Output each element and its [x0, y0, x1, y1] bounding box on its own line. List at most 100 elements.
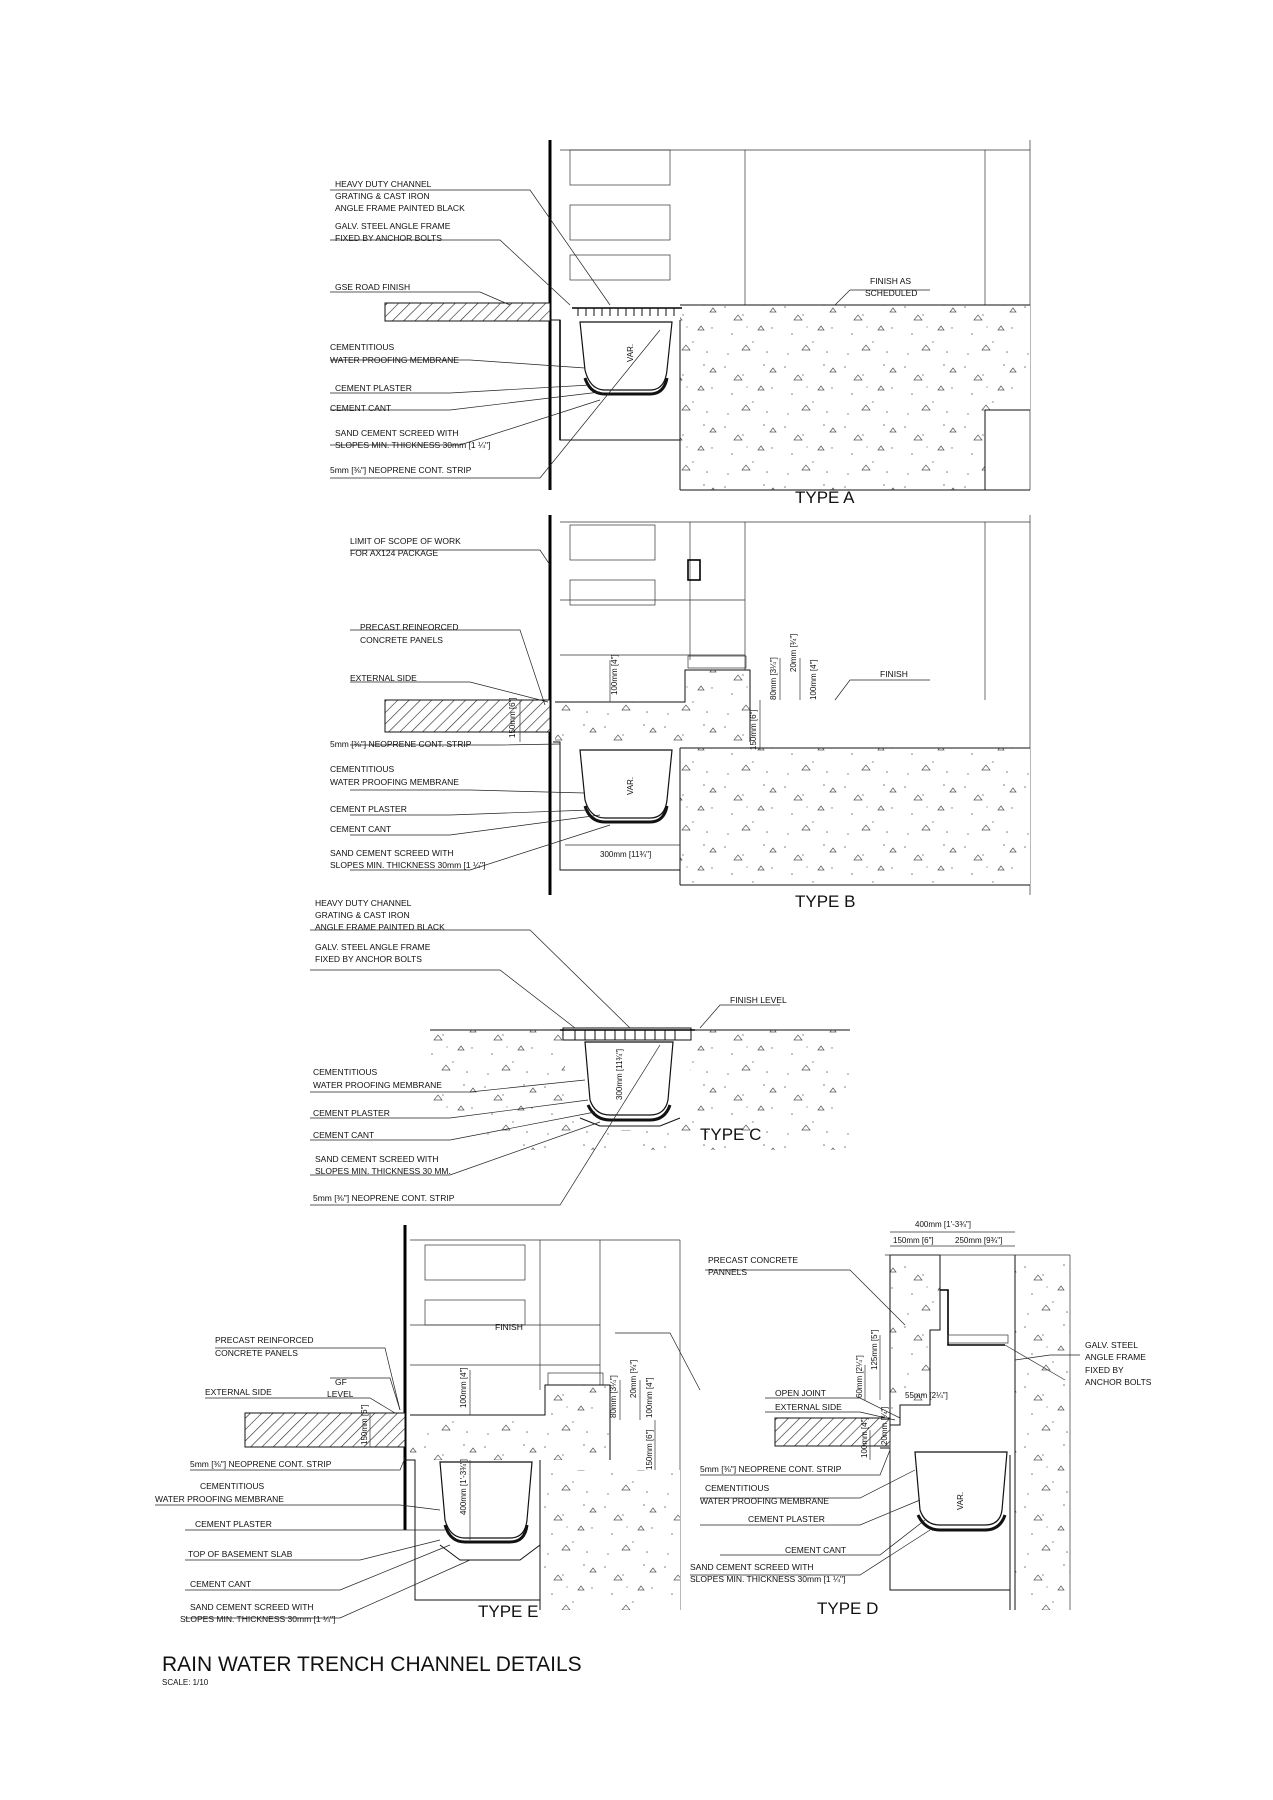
- type-e-title: TYPE E: [478, 1602, 538, 1621]
- type-c-dim-1: 300mm [11¾"]: [615, 1049, 624, 1100]
- type-e-label-7: CEMENTITIOUS: [200, 1481, 265, 1491]
- type-b-title: TYPE B: [795, 892, 855, 911]
- detail-type-d: 400mm [1'-3¾"] 150mm [6"] 250mm [9¾"] 12…: [690, 1220, 1152, 1618]
- type-a-label-11: SAND CEMENT SCREED WITH: [335, 428, 459, 438]
- type-c-label-10: CEMENT CANT: [313, 1130, 374, 1140]
- type-b-dim-3: VAR.: [626, 777, 635, 795]
- type-e-label-2: CONCRETE PANELS: [215, 1348, 298, 1358]
- type-e-label-1: PRECAST REINFORCED: [215, 1335, 314, 1345]
- type-e-label-3: GF: [335, 1377, 347, 1387]
- type-c-label-6: FINISH LEVEL: [730, 995, 787, 1005]
- type-e-dim-4: 80mm [3¼"]: [609, 1375, 618, 1418]
- type-e-dim-5: 20mm [¾"]: [629, 1360, 638, 1398]
- type-c-label-9: CEMENT PLASTER: [313, 1108, 390, 1118]
- type-a-title: TYPE A: [795, 488, 855, 507]
- type-c-label-3: ANGLE FRAME PAINTED BLACK: [315, 922, 445, 932]
- type-c-label-1: HEAVY DUTY CHANNEL: [315, 898, 412, 908]
- detail-type-e: 150mm [6"] 100mm [4"] 400mm [1'-3¾"] 80m…: [155, 1225, 701, 1624]
- detail-type-a: VAR. HEAVY DUTY CHANNEL GRATING & CAST I…: [330, 140, 1031, 507]
- type-d-dim-8: 100mm [4"]: [860, 1417, 869, 1458]
- type-a-label-14: FINISH AS: [870, 276, 911, 286]
- type-a-label-15: SCHEDULED: [865, 288, 917, 298]
- type-b-label-7: CEMENTITIOUS: [330, 764, 395, 774]
- type-e-dim-1: 150mm [6"]: [360, 1404, 369, 1445]
- type-b-label-12: SLOPES MIN. THICKNESS 30mm [1 ¼"]: [330, 860, 485, 870]
- type-c-label-2: GRATING & CAST IRON: [315, 910, 410, 920]
- type-d-label-5: 5mm [⅜"] NEOPRENE CONT. STRIP: [700, 1464, 842, 1474]
- type-d-label-3: OPEN JOINT: [775, 1388, 826, 1398]
- type-d-label-13: ANGLE FRAME: [1085, 1352, 1146, 1362]
- type-c-label-5: FIXED BY ANCHOR BOLTS: [315, 954, 422, 964]
- type-a-label-1: HEAVY DUTY CHANNEL: [335, 179, 432, 189]
- type-d-label-6: CEMENTITIOUS: [705, 1483, 770, 1493]
- type-e-label-12: SAND CEMENT SCREED WITH: [190, 1602, 314, 1612]
- type-d-title: TYPE D: [817, 1599, 878, 1618]
- type-b-dim-7: 100mm [4"]: [809, 659, 818, 700]
- type-e-label-5: EXTERNAL SIDE: [205, 1387, 272, 1397]
- drawing-title: RAIN WATER TRENCH CHANNEL DETAILS: [162, 1653, 582, 1676]
- type-a-label-2: GRATING & CAST IRON: [335, 191, 430, 201]
- type-d-dim-2: 150mm [6"]: [893, 1236, 934, 1245]
- type-b-label-3: PRECAST REINFORCED: [360, 622, 459, 632]
- type-b-label-5: EXTERNAL SIDE: [350, 673, 417, 683]
- type-a-label-5: FIXED BY ANCHOR BOLTS: [335, 233, 442, 243]
- type-c-label-7: CEMENTITIOUS: [313, 1067, 378, 1077]
- type-e-label-4: LEVEL: [327, 1389, 354, 1399]
- type-a-label-9: CEMENT PLASTER: [335, 383, 412, 393]
- type-c-label-8: WATER PROOFING MEMBRANE: [313, 1080, 442, 1090]
- type-b-dim-1: 100mm [4"]: [610, 654, 619, 695]
- type-a-label-3: ANGLE FRAME PAINTED BLACK: [335, 203, 465, 213]
- type-b-label-8: WATER PROOFING MEMBRANE: [330, 777, 459, 787]
- type-d-dim-1: 400mm [1'-3¾"]: [915, 1220, 971, 1229]
- type-b-label-11: SAND CEMENT SCREED WITH: [330, 848, 454, 858]
- type-e-dim-6: 100mm [4"]: [645, 1377, 654, 1418]
- type-b-label-10: CEMENT CANT: [330, 824, 391, 834]
- type-d-dim-4: 125mm [5"]: [870, 1329, 879, 1370]
- type-c-title: TYPE C: [700, 1125, 761, 1144]
- type-a-label-13: 5mm [⅜"] NEOPRENE CONT. STRIP: [330, 465, 472, 475]
- type-a-label-7: CEMENTITIOUS: [330, 342, 395, 352]
- type-d-label-7: WATER PROOFING MEMBRANE: [700, 1496, 829, 1506]
- type-a-label-10: CEMENT CANT: [330, 403, 391, 413]
- type-b-dim-6: 20mm [¾"]: [789, 634, 798, 672]
- type-b-label-6: 5mm [⅜"] NEOPRENE CONT. STRIP: [330, 739, 472, 749]
- type-e-label-8: WATER PROOFING MEMBRANE: [155, 1494, 284, 1504]
- type-e-label-6: 5mm [⅜"] NEOPRENE CONT. STRIP: [190, 1459, 332, 1469]
- type-d-dim-5: 60mm [2¼"]: [855, 1355, 864, 1398]
- type-d-label-8: CEMENT PLASTER: [748, 1514, 825, 1524]
- type-a-label-6: GSE ROAD FINISH: [335, 282, 410, 292]
- type-c-label-4: GALV. STEEL ANGLE FRAME: [315, 942, 431, 952]
- type-b-label-2: FOR AX124 PACKAGE: [350, 548, 439, 558]
- type-d-dim-9: VAR.: [956, 1492, 965, 1510]
- type-a-var-dim: VAR.: [626, 344, 635, 362]
- type-b-label-9: CEMENT PLASTER: [330, 804, 407, 814]
- type-e-label-9: CEMENT PLASTER: [195, 1519, 272, 1529]
- type-d-label-4: EXTERNAL SIDE: [775, 1402, 842, 1412]
- type-b-label-1: LIMIT OF SCOPE OF WORK: [350, 536, 461, 546]
- detail-type-b: 100mm [4"] 150mm [6"] VAR. 300mm [11¾"] …: [330, 515, 1031, 911]
- type-d-label-9: CEMENT CANT: [785, 1545, 846, 1555]
- type-d-label-11: SLOPES MIN. THICKNESS 30mm [1 ¼"]: [690, 1574, 845, 1584]
- type-d-label-10: SAND CEMENT SCREED WITH: [690, 1562, 814, 1572]
- type-d-label-12: GALV. STEEL: [1085, 1340, 1138, 1350]
- type-b-label-13: FINISH: [880, 669, 908, 679]
- drawing-scale: SCALE: 1/10: [162, 1678, 209, 1687]
- type-b-label-4: CONCRETE PANELS: [360, 635, 443, 645]
- type-a-label-8: WATER PROOFING MEMBRANE: [330, 355, 459, 365]
- type-e-label-14: FINISH: [495, 1322, 523, 1332]
- type-c-label-11: SAND CEMENT SCREED WITH: [315, 1154, 439, 1164]
- type-c-label-13: 5mm [⅜"] NEOPRENE CONT. STRIP: [313, 1193, 455, 1203]
- type-a-label-4: GALV. STEEL ANGLE FRAME: [335, 221, 451, 231]
- type-d-dim-6: 55mm [2¼"]: [905, 1391, 948, 1400]
- type-a-label-12: SLOPES MIN. THICKNESS 30mm [1 ¼"]: [335, 440, 490, 450]
- type-b-dim-4: 300mm [11¾"]: [600, 850, 651, 859]
- type-b-dim-2: 150mm [6"]: [508, 697, 517, 738]
- type-e-label-13: SLOPES MIN. THICKNESS 30mm [1 ¼"]: [180, 1614, 335, 1624]
- type-d-dim-7: 20mm [¾"]: [880, 1407, 889, 1445]
- type-e-dim-7: 150mm [6"]: [645, 1429, 654, 1470]
- type-d-label-1: PRECAST CONCRETE: [708, 1255, 798, 1265]
- type-d-label-2: PANNELS: [708, 1267, 747, 1277]
- type-e-label-10: TOP OF BASEMENT SLAB: [188, 1549, 293, 1559]
- type-d-dim-3: 250mm [9¾"]: [955, 1236, 1002, 1245]
